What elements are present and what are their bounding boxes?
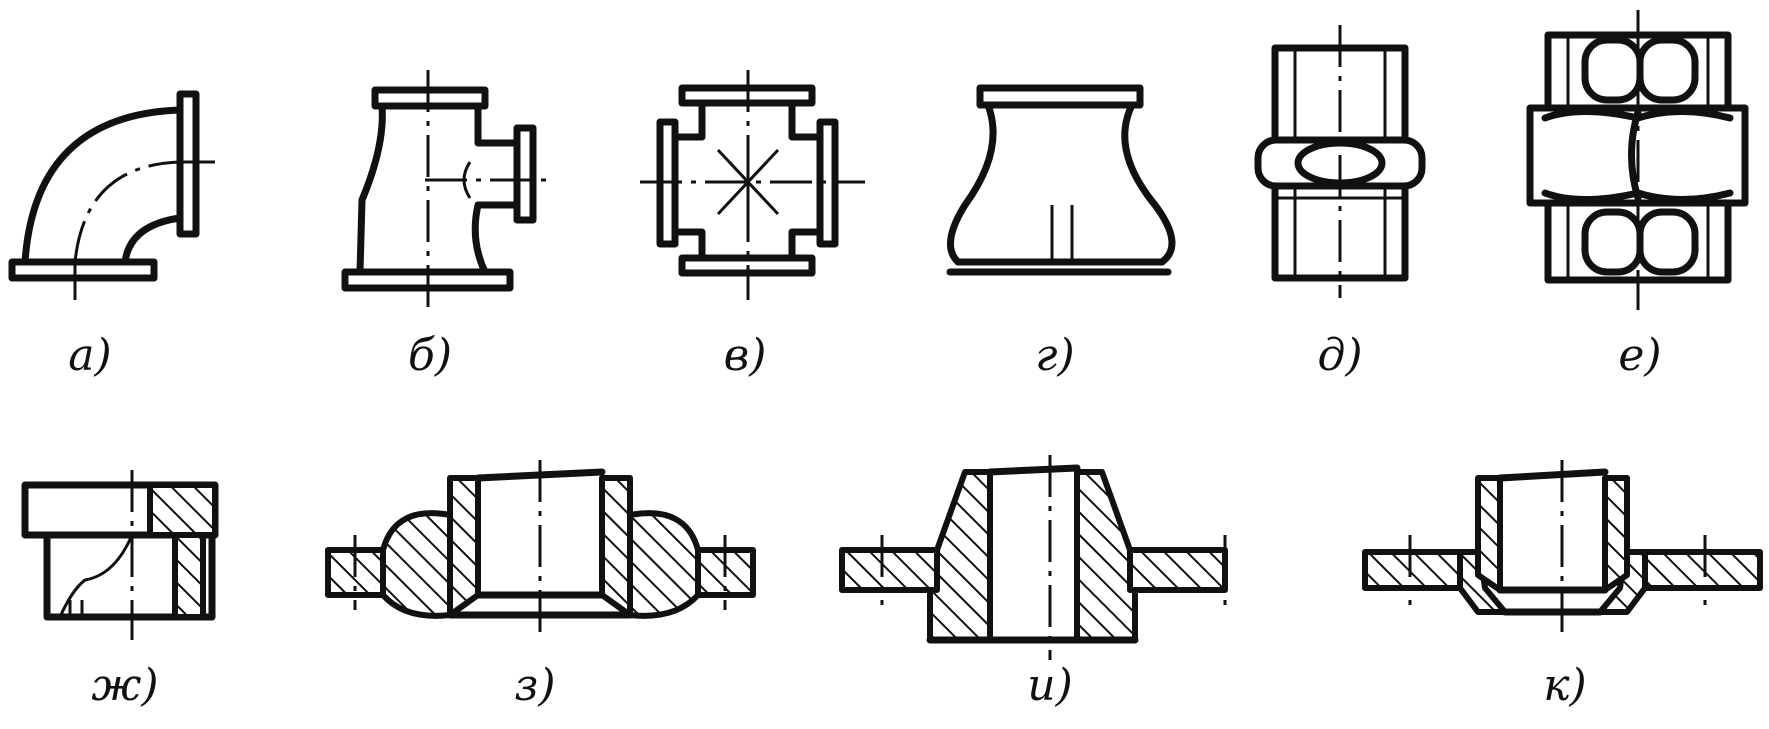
label-k: к) [1543,660,1586,711]
fitting-cross [640,70,865,300]
fitting-tee [341,70,550,308]
fitting-elbow [8,90,215,300]
fitting-reducer [946,84,1176,276]
label-g: г) [1035,330,1074,381]
label-b: б) [408,330,452,381]
label-v: в) [724,330,767,381]
label-zh: ж) [91,660,158,711]
fitting-cap-section [21,470,219,640]
fitting-welding-neck-flange-section [839,455,1228,660]
label-z: з) [514,660,555,711]
label-d: д) [1317,330,1362,381]
label-e: е) [1618,330,1661,381]
fitting-collar-flange-section [1362,460,1763,635]
label-i: и) [1027,660,1073,711]
fitting-flange-boss-section [325,460,756,640]
fitting-hex-union [1526,10,1749,310]
fitting-union-nipple [1254,25,1426,298]
label-a: а) [68,330,111,381]
